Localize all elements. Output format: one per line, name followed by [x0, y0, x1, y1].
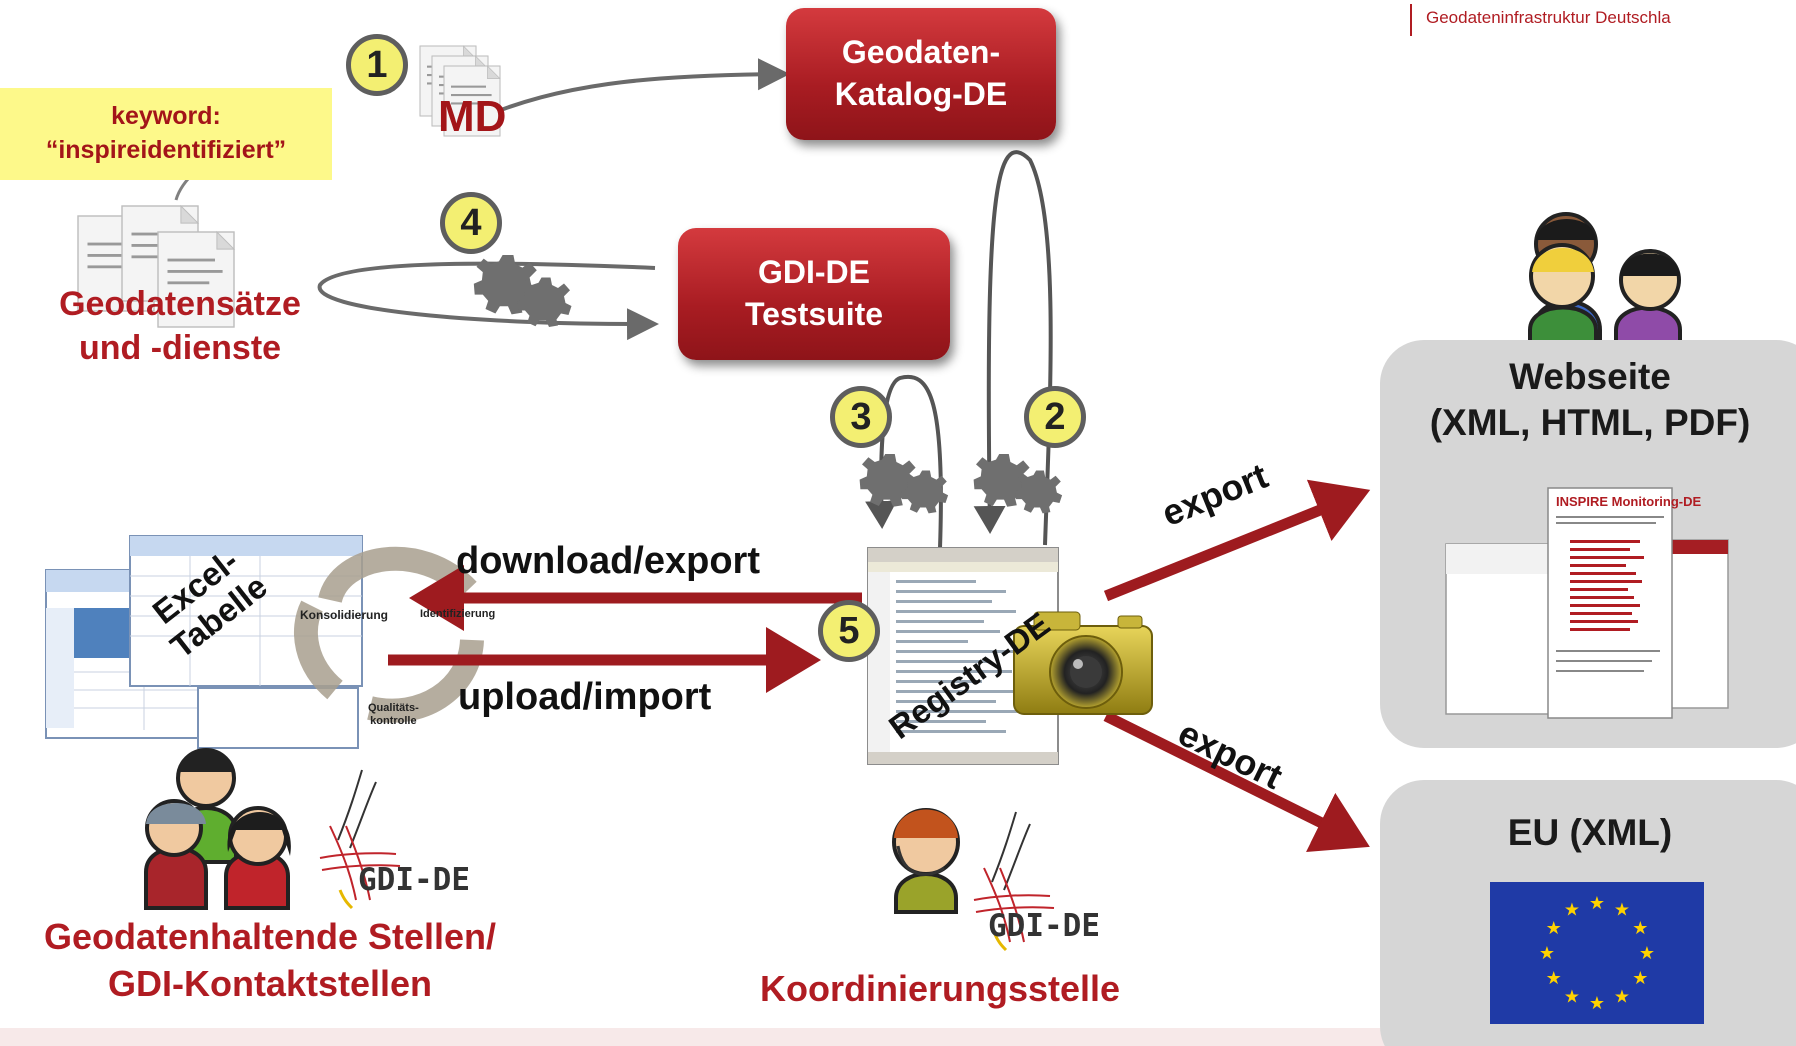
eu-star: ★: [1564, 900, 1580, 920]
cycle-konsolidierung-label: Konsolidierung: [300, 608, 388, 622]
testsuite-line2: Testsuite: [744, 296, 884, 332]
catalog-line1: Geodaten-: [841, 34, 1001, 71]
step-badge-4: 4: [440, 192, 502, 254]
eu-star: ★: [1639, 943, 1655, 963]
cycle-identifizierung-label: Identifizierung: [420, 608, 496, 620]
eu-star: ★: [1539, 943, 1555, 963]
contact-points-line2: GDI-Kontaktstellen: [107, 962, 433, 1004]
eu-flag-icon: ★★★★★★★★★★★★: [1490, 882, 1704, 1024]
web-panel-line1: Webseite: [1509, 356, 1671, 397]
eu-panel-title: EU (XML): [1507, 812, 1673, 853]
arrow-md-to-catalog: [479, 58, 790, 120]
upload-import-label: upload/import: [458, 676, 712, 718]
eu-star: ★: [1546, 968, 1562, 988]
arrow-export-eu: [1103, 711, 1370, 853]
contact-points-people-icon: [144, 748, 291, 910]
gdi-logo-center: [973, 811, 1055, 952]
contact-points-label: Geodatenhaltende Stellen/ GDI-Kontaktste…: [0, 914, 540, 1008]
registry-screenshot: [867, 547, 1059, 765]
coordinator-person-icon: [892, 808, 960, 914]
step-badge-5: 5: [818, 600, 880, 662]
web-users-people-icon: [1528, 212, 1682, 352]
eu-star: ★: [1614, 900, 1630, 920]
testsuite-line1: GDI-DE: [758, 254, 870, 291]
download-export-label: download/export: [456, 540, 760, 582]
website-thumb-title: INSPIRE Monitoring-DE: [1556, 494, 1702, 509]
eu-star: ★: [1632, 918, 1648, 938]
keyword-line2: “inspireidentifiziert”: [45, 136, 287, 164]
cycle-qualitaet-line1: Qualitäts-: [368, 702, 419, 714]
arrow-datasets-to-testsuite: [317, 261, 659, 341]
datasets-line2: und -dienste: [78, 329, 282, 368]
datasets-line1: Geodatensätze: [59, 285, 301, 323]
gdi-logo-center-text: GDI-DE: [988, 908, 1100, 944]
eu-star: ★: [1564, 986, 1580, 1006]
website-screenshot: [1445, 487, 1729, 719]
gear-icon-step3: [859, 454, 949, 514]
gdi-logo-left-text: GDI-DE: [358, 862, 470, 898]
md-label: MD: [438, 92, 507, 141]
step-badge-2: 2: [1024, 386, 1086, 448]
arrow-export-web: [1103, 479, 1371, 602]
footer-band: [0, 1028, 1796, 1046]
coordination-label: Koordinierungsstelle: [760, 968, 1121, 1009]
geodaten-katalog-box: Geodaten- Katalog-DE: [786, 8, 1056, 140]
eu-star: ★: [1632, 968, 1648, 988]
gdi-testsuite-box: GDI-DE Testsuite: [678, 228, 950, 360]
web-panel-line2: (XML, HTML, PDF): [1429, 402, 1751, 444]
catalog-line2: Katalog-DE: [834, 76, 1008, 112]
gdi-logo-left: [319, 769, 401, 910]
cycle-qualitaet-label: Qualitäts- kontrolle: [368, 702, 419, 728]
header-divider: [1410, 4, 1412, 36]
camera-icon: [1013, 611, 1153, 715]
keyword-note: keyword: “inspireidentifiziert”: [0, 88, 332, 180]
cycle-qualitaet-line2: kontrolle: [370, 715, 417, 728]
eu-star: ★: [1589, 993, 1605, 1013]
eu-star: ★: [1589, 893, 1605, 913]
eu-star: ★: [1546, 918, 1562, 938]
web-panel-title: Webseite (XML, HTML, PDF): [1380, 354, 1796, 447]
step-badge-3: 3: [830, 386, 892, 448]
contact-points-line1: Geodatenhaltende Stellen/: [43, 916, 497, 957]
header-org-name: Geodateninfrastruktur Deutschla: [1426, 8, 1671, 27]
keyword-line1: keyword:: [111, 102, 221, 131]
step-badge-1: 1: [346, 34, 408, 96]
eu-star: ★: [1614, 986, 1630, 1006]
datasets-label: Geodatensätze und -dienste: [20, 282, 340, 370]
